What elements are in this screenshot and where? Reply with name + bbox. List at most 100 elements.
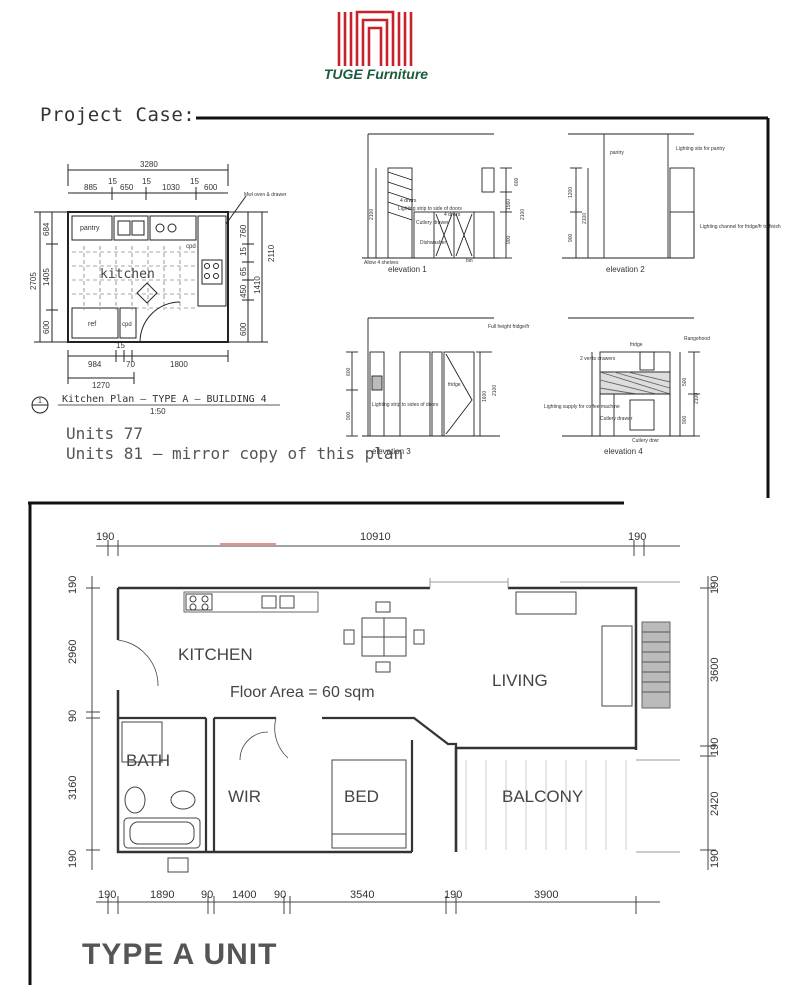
kp-top-dim: 1030 [162,183,180,192]
units-note-77: Units 77 [66,424,144,443]
kp-right-dim: 450 [239,284,248,298]
elev1-note: Cutlery drawer [416,220,449,226]
elev4-dim: 900 [682,415,688,424]
elev1-note: 4 drwrs [400,198,417,204]
up-left-dim: 190 [67,576,79,594]
elev2-note: Lighting sits for pantry [676,146,725,152]
elev3-label: elevation 3 [372,447,411,456]
elev1-dim: 1560 [506,199,512,210]
kp-top-dim: 15 [190,177,199,186]
elevation-1-drawing [362,133,512,259]
elev2-dim: 900 [568,233,574,242]
elev3-dim: 600 [346,367,352,376]
up-bottom-dim: 190 [98,889,116,901]
kp-bottom-dim: 984 [88,360,102,369]
elev2-note: Lighting channel for fridge/fr to finish [700,224,781,230]
up-right-dim: 190 [709,576,721,594]
elev3-dim: 1600 [482,391,488,402]
elev4-note: Rangehood [684,336,710,342]
kp-top-dim: 600 [204,183,218,192]
kp-label-mw: Mwl oven & drawer [244,192,287,198]
up-top-dim: 190 [628,531,646,543]
elevation-4-drawing [562,317,700,437]
unit-plan [86,540,716,914]
elev1-dim: 2100 [520,209,526,220]
up-right-dim: 2420 [709,792,721,816]
elev1-dim: 2100 [369,209,375,220]
kp-label-ref: ref [88,321,96,328]
kp-scale: 1:50 [150,407,166,416]
up-bottom-dim: 190 [444,889,462,901]
elev4-note: Lighting supply for coffee machine [544,404,620,410]
up-top-dim: 10910 [360,531,391,543]
kp-top-overall: 3280 [140,160,158,169]
kp-ref-number: 1 [38,398,42,405]
floor-area-label: Floor Area = 60 sqm [230,684,375,701]
kp-right-dim: 15 [239,247,248,256]
kp-bottom-dim: 1800 [170,360,188,369]
room-bath: BATH [126,751,170,770]
kp-right-dim: 1410 [253,276,262,294]
elev2-note: pantry [610,150,624,156]
elev3-note: Full height fridge/fr [488,324,530,330]
elev3-dim: 2100 [492,385,498,396]
kp-label-pantry: pantry [80,225,100,232]
kp-top-dim: 15 [142,177,151,186]
up-bottom-dim: 3540 [350,889,374,901]
elev1-note: Lighting strip to side of doors [398,206,462,212]
up-right-dim: 190 [709,850,721,868]
kp-top-dim: 15 [108,177,117,186]
up-bottom-dim: 90 [274,889,286,901]
room-bed: BED [344,787,379,806]
up-bottom-dim: 1890 [150,889,174,901]
kp-label-cpd-v: cpd [186,244,196,250]
up-right-dim: 3600 [709,658,721,682]
elev4-dim: 500 [682,377,688,386]
up-bottom-dim: 90 [201,889,213,901]
up-right-dim: 190 [709,738,721,756]
up-left-dim: 2960 [67,640,79,664]
kp-top-dim: 650 [120,183,134,192]
elev1-dim: 900 [506,235,512,244]
kp-top-dim: 885 [84,183,98,192]
elev4-note: Cutlery drwr [632,438,659,444]
units-note-81: Units 81 – mirror copy of this plan [66,444,404,463]
up-left-dim: 90 [67,710,79,722]
tuge-logo-icon [337,10,413,66]
elev4-note: fridge [630,342,643,348]
kp-right-dim: 600 [239,322,248,336]
up-left-dim: 3160 [67,776,79,800]
kp-caption: Kitchen Plan – TYPE A – BUILDING 4 [62,394,267,405]
elev3-note: fridge [448,382,461,388]
elev1-note: Dishwasher [420,240,446,246]
elevation-3-drawing [346,317,500,437]
kp-right-dim: 65 [239,267,248,276]
kp-left-dim: 684 [42,222,51,236]
room-kitchen: KITCHEN [178,645,253,664]
elev4-label: elevation 4 [604,447,643,456]
elev1-dim: 600 [514,177,520,186]
kp-right-dim: 760 [239,224,248,238]
kp-bottom-dim: 70 [126,360,135,369]
elev4-dim: 2100 [694,393,700,404]
kp-left-dim: 1405 [42,268,51,286]
kp-left-dim: 600 [42,320,51,334]
up-top-dim: 190 [96,531,114,543]
kp-right-dim: 2110 [267,244,276,262]
room-wir: WIR [228,787,261,806]
elev2-dim: 2100 [582,213,588,224]
elev2-dim: 1200 [568,187,574,198]
project-case-label: Project Case: [40,104,196,126]
up-bottom-dim: 1400 [232,889,256,901]
elevation-2-drawing [562,133,695,259]
elev4-note: 2 vents drawers [580,356,616,362]
elev1-note: bin [466,258,473,264]
room-living: LIVING [492,671,548,690]
kitchen-plan [31,164,280,414]
elev1-label: elevation 1 [388,265,427,274]
elev3-note: Lighting strip to sides of doors [372,402,439,408]
elev1-note: Allow 4 shelves [364,260,399,266]
elev4-note: Cutlery drawer [600,416,633,422]
elev1-note: 4 drwrs [444,212,461,218]
